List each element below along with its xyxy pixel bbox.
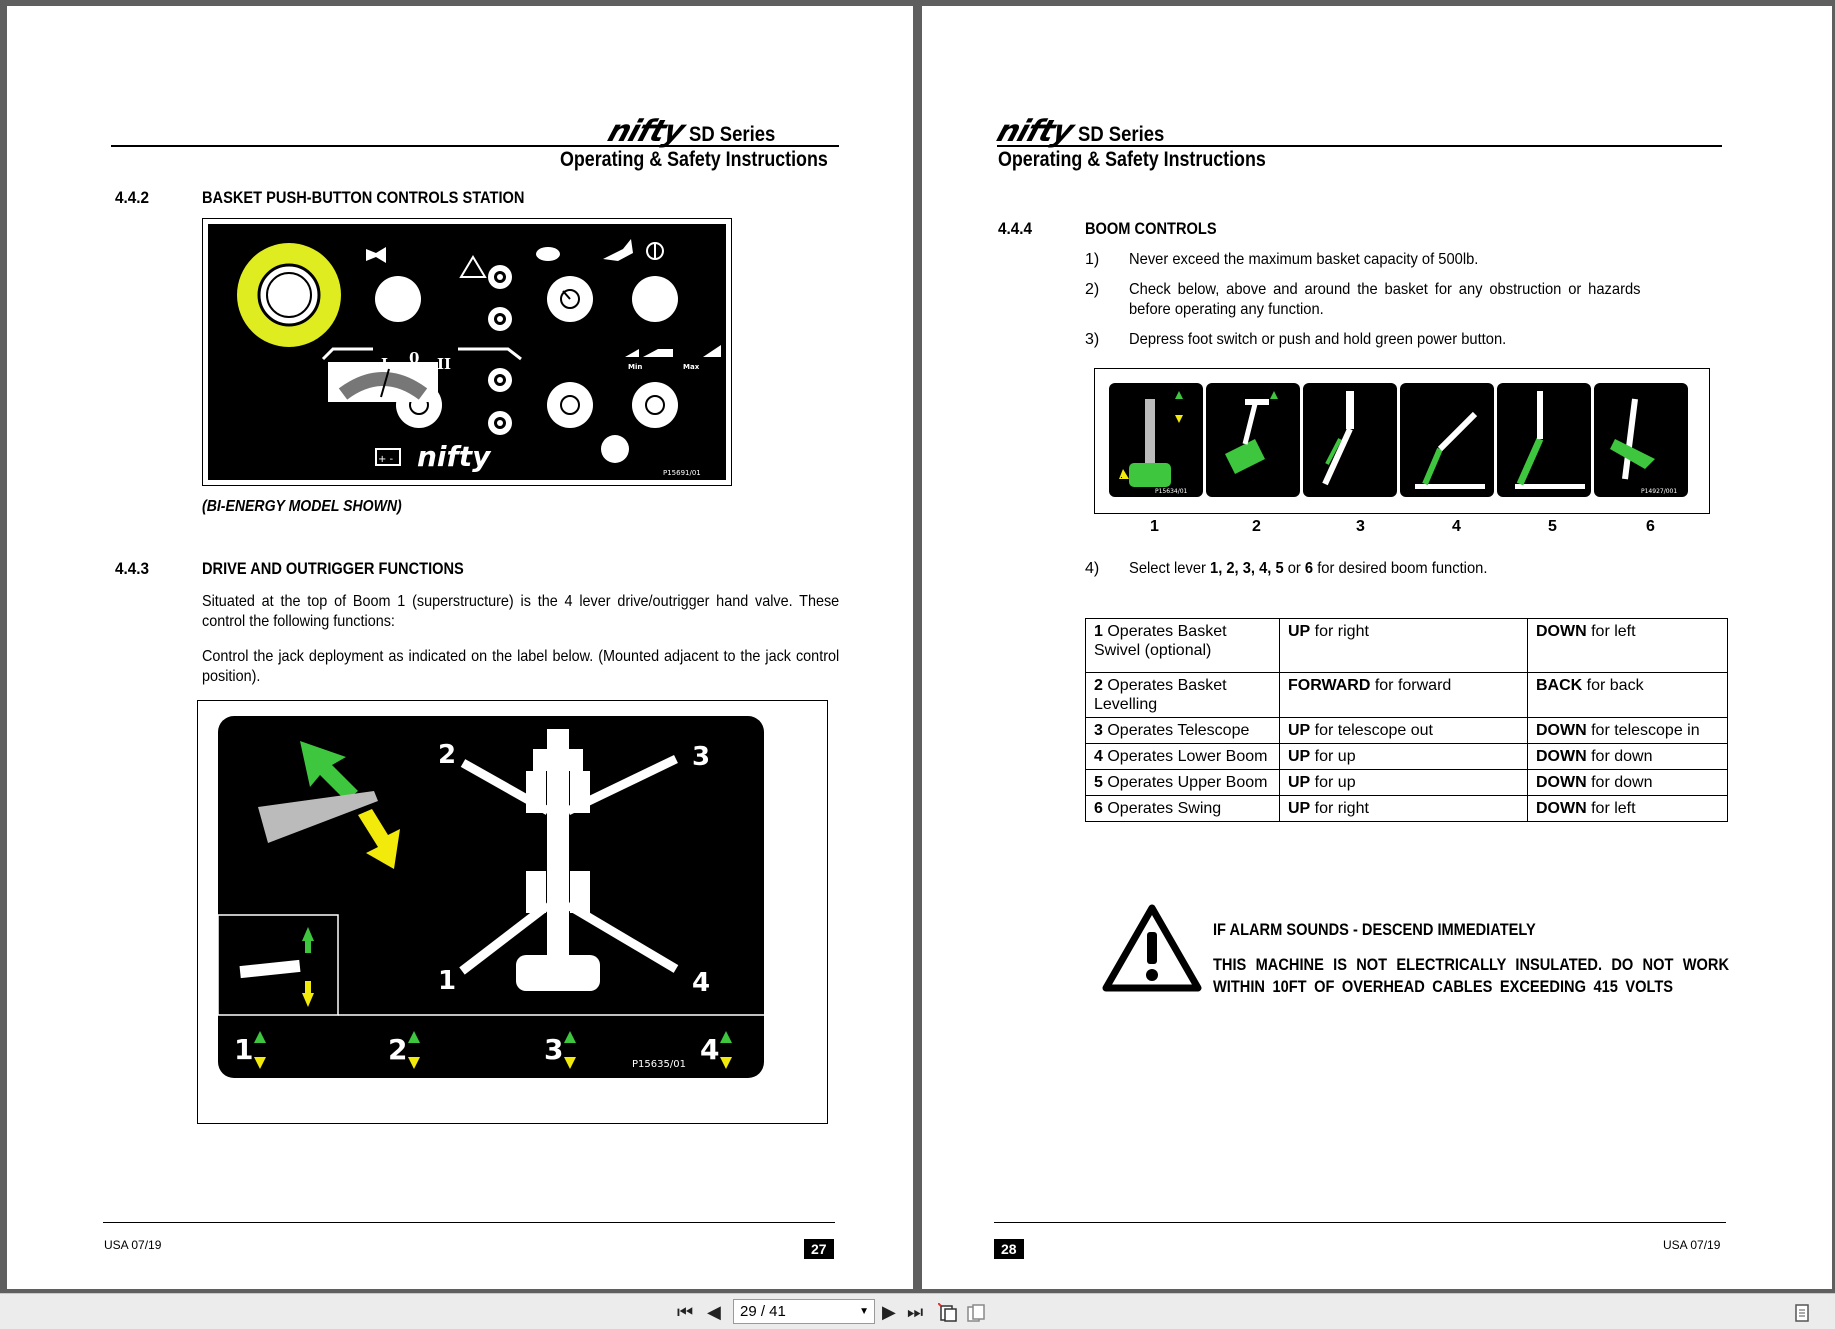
footer-region-date: USA 07/19	[1663, 1238, 1721, 1252]
footer-rule	[994, 1222, 1726, 1223]
header-rule	[997, 145, 1722, 147]
header-brand: nifty SD Series	[992, 114, 1176, 149]
table-row: 6 Operates Swing UP for right DOWN for l…	[1085, 795, 1728, 822]
decal-code-2: P14927/001	[1641, 488, 1677, 495]
lever-number-6: 6	[1646, 518, 1655, 535]
first-page-button[interactable]: ⏮	[677, 1302, 694, 1322]
header-subtitle: Operating & Safety Instructions	[560, 148, 828, 171]
footer-region-date: USA 07/19	[104, 1238, 162, 1252]
header-rule	[111, 145, 839, 147]
lever-label-2: 2	[388, 1033, 407, 1066]
chevron-down-icon[interactable]: ▼	[859, 1306, 869, 1317]
nifty-logo: nifty	[992, 114, 1078, 149]
engine-icon	[601, 435, 629, 463]
lever-indicators: 1 2 3 4	[234, 1031, 732, 1069]
mode-label-0: 0	[409, 349, 419, 367]
boom-lever-decal-image: P15634/01 P14927/001	[1094, 368, 1710, 514]
footer-rule	[103, 1222, 835, 1223]
section-number: 4.4.2	[115, 188, 150, 207]
decal-code-1: P15634/01	[1155, 488, 1188, 495]
table-row: 1 Operates Basket Swivel (optional) UP f…	[1085, 618, 1728, 673]
outrigger-label-image: 2 3 1 4 1 2 3 4 P1563	[197, 700, 828, 1124]
mode-label-2: II	[437, 355, 451, 373]
warning-body: THIS MACHINE IS NOT ELECTRICALLY INSULAT…	[1213, 955, 1729, 996]
green-arrow-icon	[300, 741, 358, 801]
page-28: nifty SD Series Operating & Safety Instr…	[922, 6, 1832, 1289]
lever-number-3: 3	[1356, 518, 1365, 535]
control-panel-drawing: + - I 0 II nifty Min Max P1	[208, 224, 726, 480]
next-page-button[interactable]: ▶	[882, 1302, 896, 1322]
list-item: 1)Never exceed the maximum basket capaci…	[1085, 251, 1479, 268]
nifty-logo: nifty	[603, 114, 689, 149]
horn-icon	[366, 247, 386, 263]
header-brand: nifty SD Series	[603, 114, 787, 149]
yellow-arrow-icon	[358, 809, 400, 869]
section-title: BOOM CONTROLS	[1085, 219, 1217, 238]
warning-triangle-icon	[459, 255, 487, 278]
lever-number-5: 5	[1548, 518, 1557, 535]
rabbit-icon	[603, 239, 633, 261]
paragraph: Situated at the top of Boom 1 (superstru…	[202, 593, 840, 630]
boom-lever-drawing: P15634/01 P14927/001	[1109, 383, 1688, 497]
mode-label-1: I	[381, 355, 388, 373]
two-page-icon[interactable]	[966, 1303, 986, 1323]
previous-page-button[interactable]: ◀	[707, 1302, 721, 1322]
image-caption: (BI-ENERGY MODEL SHOWN)	[202, 498, 402, 515]
panel-logo: nifty	[417, 440, 492, 473]
paragraph: Control the jack deployment as indicated…	[202, 648, 840, 685]
lever-number-1: 1	[1150, 518, 1159, 535]
leg-label-4: 4	[692, 968, 710, 998]
section-number: 4.4.4	[998, 219, 1033, 238]
boom-steps-list: 1)Never exceed the maximum basket capaci…	[1085, 250, 1685, 360]
svg-text:+ -: + -	[378, 454, 394, 465]
lever-number-row: 1 2 3 4 5 6	[1094, 518, 1710, 542]
warning-triangle-icon	[1102, 904, 1202, 992]
section-title: DRIVE AND OUTRIGGER FUNCTIONS	[202, 559, 464, 578]
series-name: SD Series	[688, 123, 775, 146]
last-page-button[interactable]: ⏭	[907, 1302, 924, 1322]
lever-number-4: 4	[1452, 518, 1461, 535]
lever-label-1: 1	[234, 1033, 253, 1066]
list-item: 3)Depress foot switch or push and hold g…	[1085, 331, 1507, 348]
fit-page-icon[interactable]	[938, 1303, 958, 1323]
page-27: nifty SD Series Operating & Safety Instr…	[7, 6, 913, 1289]
step-4: 4) Select lever 1, 2, 3, 4, 5 or 6 for d…	[1085, 560, 1488, 577]
page-number: 27	[804, 1239, 834, 1259]
boom-function-table: 1 Operates Basket Swivel (optional) UP f…	[1085, 618, 1728, 822]
table-row: 2 Operates Basket Levelling FORWARD for …	[1085, 672, 1728, 718]
header-subtitle: Operating & Safety Instructions	[998, 148, 1266, 171]
basket-control-panel-image: + - I 0 II nifty Min Max P1	[202, 218, 732, 486]
turtle-icon	[536, 247, 560, 261]
list-item: 2)Check below, above and around the bask…	[1085, 281, 1641, 318]
lever-label-4: 4	[700, 1033, 719, 1066]
leg-label-1: 1	[438, 966, 456, 996]
label-code: P15635/01	[632, 1059, 686, 1070]
page-number-input[interactable]: 29 / 41 ▼	[733, 1299, 875, 1324]
warning-heading: IF ALARM SOUNDS - DESCEND IMMEDIATELY	[1213, 920, 1536, 939]
table-row: 3 Operates Telescope UP for telescope ou…	[1085, 717, 1728, 744]
lever-label-3: 3	[544, 1033, 563, 1066]
leg-label-3: 3	[692, 742, 710, 772]
max-label: Max	[683, 363, 700, 371]
viewer-toolbar: ⏮ ◀ 29 / 41 ▼ ▶ ⏭	[0, 1293, 1835, 1329]
single-page-view-icon[interactable]	[1793, 1303, 1811, 1323]
series-name: SD Series	[1077, 123, 1164, 146]
lever-number-2: 2	[1252, 518, 1261, 535]
page-number: 28	[994, 1239, 1024, 1259]
leg-label-2: 2	[438, 740, 456, 770]
section-number: 4.4.3	[115, 559, 150, 578]
min-label: Min	[628, 363, 642, 371]
panel-code: P15691/01	[663, 469, 701, 477]
electrical-warning	[1102, 902, 1202, 999]
section-title: BASKET PUSH-BUTTON CONTROLS STATION	[202, 188, 525, 207]
table-row: 5 Operates Upper Boom UP for up DOWN for…	[1085, 769, 1728, 796]
table-row: 4 Operates Lower Boom UP for up DOWN for…	[1085, 743, 1728, 770]
outrigger-label-drawing: 2 3 1 4 1 2 3 4 P1563	[217, 716, 764, 1078]
